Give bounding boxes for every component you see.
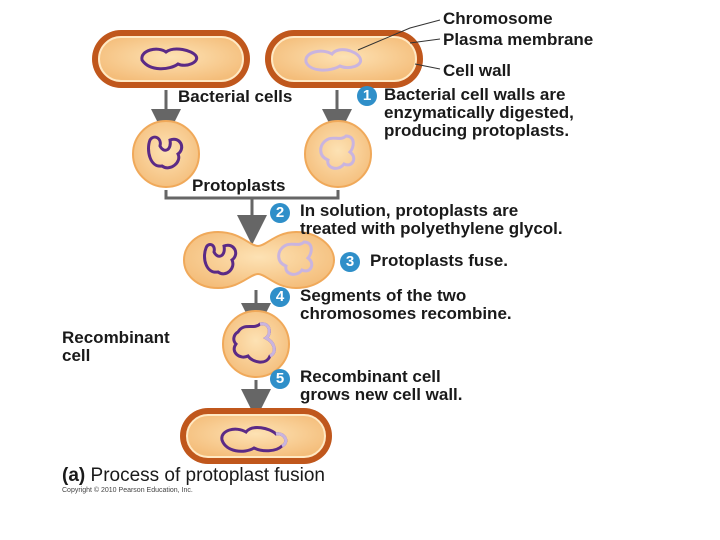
figure-caption: (a) Process of protoplast fusion [62, 465, 325, 487]
label-recombinant-cell-line2: cell [62, 346, 91, 365]
label-leader-lines [357, 19, 441, 70]
label-chromosome: Chromosome [443, 9, 553, 28]
step-2-text: In solution, protoplasts are treated wit… [300, 202, 563, 238]
caption-label: (a) [62, 465, 86, 486]
step-3-text: Protoplasts fuse. [370, 252, 508, 270]
fusing-protoplasts [182, 230, 336, 290]
step-4-line2: chromosomes recombine. [300, 304, 512, 323]
step-5-badge: 5 [270, 369, 290, 389]
step-2-line1: In solution, protoplasts are [300, 201, 519, 220]
step-2-badge: 2 [270, 203, 290, 223]
bacterial-cell-left [92, 30, 250, 88]
step-1-line2: enzymatically digested, [384, 103, 574, 122]
step-1-line1: Bacterial cell walls are [384, 85, 566, 104]
label-protoplasts: Protoplasts [192, 176, 286, 195]
label-plasma-membrane: Plasma membrane [443, 30, 594, 49]
chromosome-left [140, 47, 199, 71]
step-5-line1: Recombinant cell [300, 367, 441, 386]
step-3-line1: Protoplasts fuse. [370, 251, 508, 270]
protoplast-right [304, 120, 372, 188]
step-1-badge: 1 [357, 86, 377, 106]
recombinant-cell-with-wall [180, 408, 332, 464]
copyright-notice: Copyright © 2010 Pearson Education, Inc. [62, 487, 193, 494]
step-2-line2: treated with polyethylene glycol. [300, 219, 563, 238]
step-4-line1: Segments of the two [300, 286, 467, 305]
recombinant-protoplast [222, 310, 290, 378]
label-cell-wall: Cell wall [443, 61, 512, 80]
step-4-text: Segments of the two chromosomes recombin… [300, 287, 512, 323]
step-5-text: Recombinant cell grows new cell wall. [300, 368, 463, 404]
label-bacterial-cells: Bacterial cells [178, 87, 293, 106]
chromosome-right [304, 48, 363, 72]
step-3-badge: 3 [340, 252, 360, 272]
caption-text: Process of protoplast fusion [90, 465, 325, 486]
step-1-text: Bacterial cell walls are enzymatically d… [384, 86, 574, 140]
step-1-line3: producing protoplasts. [384, 121, 570, 140]
bacterial-cell-right [265, 30, 423, 88]
step-4-badge: 4 [270, 287, 290, 307]
label-recombinant-cell-line1: Recombinant [62, 328, 170, 347]
protoplast-left [132, 120, 200, 188]
step-5-line2: grows new cell wall. [300, 385, 463, 404]
